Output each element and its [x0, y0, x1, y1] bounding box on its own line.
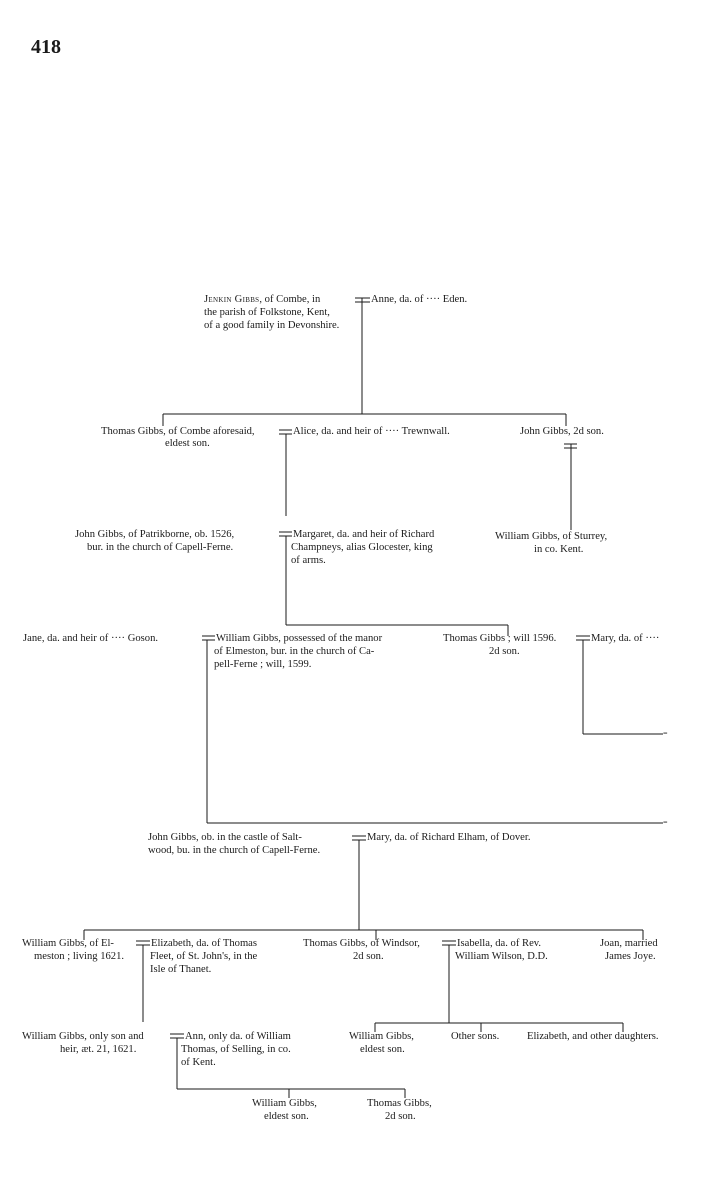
person-anne: Anne, da. of ···· Eden. [371, 294, 468, 305]
person-elizabeth-fleet-line2: Fleet, of St. John's, in the [150, 951, 258, 962]
person-william-elmeston-line2: of Elmeston, bur. in the church of Ca- [214, 646, 375, 657]
edge-continuation-mark-2: = [663, 818, 668, 827]
person-william-1621-line2: meston ; living 1621. [34, 951, 125, 962]
page-number: 418 [31, 36, 61, 58]
person-william-eldest-last-line2: eldest son. [264, 1111, 309, 1122]
person-william-eldest-windsor-line1: William Gibbs, [349, 1031, 414, 1042]
person-mary-of: Mary, da. of ···· [591, 633, 660, 644]
person-william-sturrey-line2: in co. Kent. [534, 544, 584, 555]
person-john-patrikborne-line2: bur. in the church of Capell-Ferne. [87, 542, 234, 553]
person-john-saltwood-line1: John Gibbs, ob. in the castle of Salt- [148, 832, 302, 843]
person-thomas-2d-last-line2: 2d son. [385, 1111, 416, 1122]
person-william-eldest-windsor-line2: eldest son. [360, 1044, 405, 1055]
person-jenkin-line3: of a good family in Devonshire. [204, 320, 340, 331]
person-ann-thomas-line3: of Kent. [181, 1057, 216, 1068]
person-john-2d-son: John Gibbs, 2d son. [520, 426, 604, 437]
person-william-elmeston-line3: pell-Ferne ; will, 1599. [214, 659, 312, 670]
person-thomas-1596-line1: Thomas Gibbs ; will 1596. [443, 633, 557, 644]
person-margaret-line1: Margaret, da. and heir of Richard [293, 529, 435, 540]
person-margaret-line3: of arms. [291, 555, 326, 566]
person-joan-line2: James Joye. [605, 951, 656, 962]
person-thomas-2d-last-line1: Thomas Gibbs, [367, 1098, 432, 1109]
edge-continuation-mark-1: = [663, 729, 668, 738]
person-jane-goson: Jane, da. and heir of ···· Goson. [23, 633, 159, 644]
person-ann-thomas-line2: Thomas, of Selling, in co. [181, 1044, 291, 1055]
person-john-patrikborne-line1: John Gibbs, of Patrikborne, ob. 1526, [75, 529, 235, 540]
person-ann-thomas-line1: Ann, only da. of William [185, 1031, 291, 1042]
person-william-sturrey-line1: William Gibbs, of Sturrey, [495, 531, 608, 542]
person-joan-line1: Joan, married [600, 938, 658, 949]
person-jenkin-line1: , of Combe, in [259, 294, 321, 305]
person-alice: Alice, da. and heir of ···· Trewnwall. [293, 426, 450, 437]
person-william-only-line1: William Gibbs, only son and [22, 1031, 144, 1042]
person-elizabeth-fleet-line3: Isle of Thanet. [150, 964, 212, 975]
person-thomas-combe-line1: Thomas Gibbs, of Combe aforesaid, [101, 426, 255, 437]
person-isabella-line1: Isabella, da. of Rev. [457, 938, 542, 949]
person-other-sons: Other sons. [451, 1031, 500, 1042]
person-thomas-1596-line2: 2d son. [489, 646, 520, 657]
person-jenkin-line2: the parish of Folkstone, Kent, [204, 307, 330, 318]
person-william-elmeston-line1: William Gibbs, possessed of the manor [216, 633, 383, 644]
person-name-jenkin: Jenkin Gibbs [204, 294, 260, 305]
person-william-1621-line1: William Gibbs, of El- [22, 938, 114, 949]
person-william-only-line2: heir, æt. 21, 1621. [60, 1044, 137, 1055]
person-thomas-windsor-line2: 2d son. [353, 951, 384, 962]
person-margaret-line2: Champneys, alias Glocester, king [291, 542, 433, 553]
person-william-eldest-last-line1: William Gibbs, [252, 1098, 317, 1109]
person-john-saltwood-line2: wood, bu. in the church of Capell-Ferne. [148, 845, 321, 856]
person-thomas-windsor-line1: Thomas Gibbs, of Windsor, [303, 938, 420, 949]
person-thomas-combe-line2: eldest son. [165, 438, 210, 449]
person-elizabeth-other-daughters: Elizabeth, and other daughters. [527, 1031, 659, 1042]
person-elizabeth-fleet-line1: Elizabeth, da. of Thomas [151, 938, 258, 949]
person-isabella-line2: William Wilson, D.D. [455, 951, 548, 962]
person-mary-elham: Mary, da. of Richard Elham, of Dover. [367, 832, 531, 843]
